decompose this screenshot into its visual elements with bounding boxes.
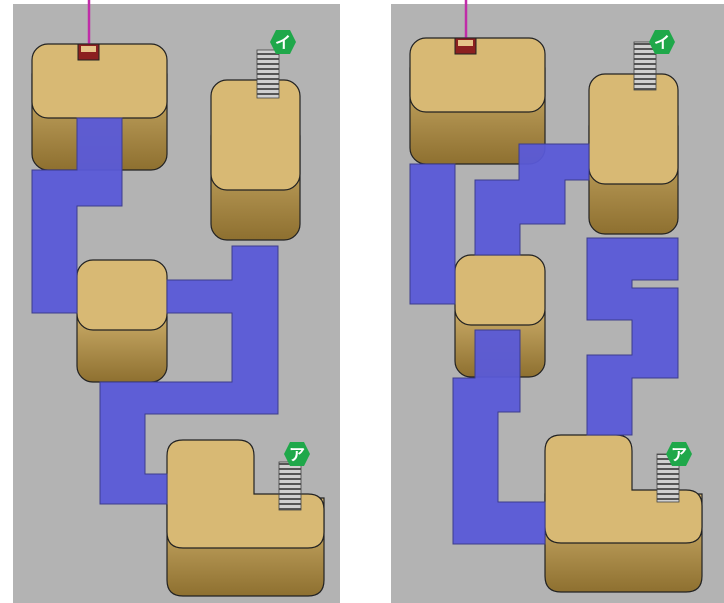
svg-text:イ: イ: [275, 33, 291, 52]
treasure-chest-icon[interactable]: [78, 44, 99, 60]
block-2[interactable]: [589, 74, 678, 234]
stairs-icon: [257, 50, 279, 98]
puzzle-right: イ ア: [391, 0, 724, 603]
svg-text:ア: ア: [289, 445, 305, 464]
treasure-chest-icon[interactable]: [455, 38, 476, 54]
stairs-icon: [279, 462, 301, 510]
svg-text:イ: イ: [654, 33, 670, 52]
block-2[interactable]: [211, 80, 300, 240]
svg-text:ア: ア: [671, 445, 687, 464]
block-3[interactable]: [77, 260, 167, 382]
puzzle-left: イ ア: [13, 0, 340, 603]
